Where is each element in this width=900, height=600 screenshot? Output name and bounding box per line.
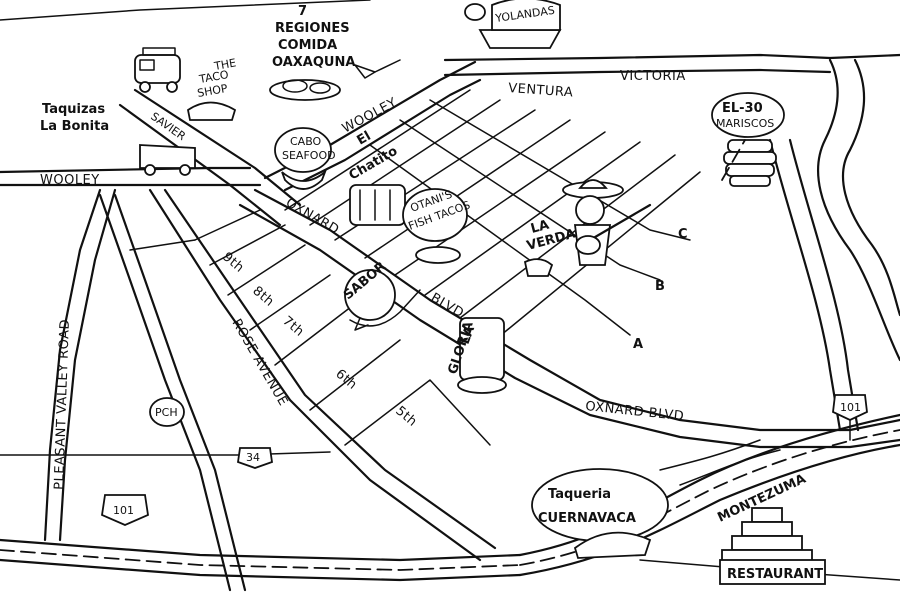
cuernavaca-line2: CUERNAVACA [538, 511, 636, 526]
siete-regiones-line2: REGIONES [275, 21, 350, 36]
route-34-label: 34 [246, 451, 260, 464]
cabo-seafood-line2: SEAFOOD [282, 149, 336, 162]
us-101-east-label: 101 [840, 401, 861, 414]
taco-plate-icon [573, 531, 652, 559]
boat-icon [478, 29, 562, 49]
el-chatito-landmark: El Chatito [347, 129, 406, 226]
building-icon [349, 184, 406, 226]
montezuma-line2: RESTAURANT [727, 567, 823, 582]
coastline [817, 58, 900, 362]
cabo-seafood-landmark: CABO SEAFOOD [274, 127, 336, 190]
el-chatito-line1: El [355, 129, 374, 149]
taco-shop-line3: SHOP [196, 82, 229, 100]
pch-shield: PCH [149, 397, 185, 427]
route-34-shield: 34 [237, 447, 273, 469]
fish-taco-icon [415, 246, 461, 264]
street-label-victoria: VICTORIA [620, 69, 686, 84]
otanis-landmark: OTANI'S FISH TACOS [402, 188, 472, 264]
taco-shop-line2: TACO [197, 68, 230, 86]
sabor-landmark: SABOR [341, 259, 421, 331]
siete-regiones-line3: COMIDA [278, 38, 337, 53]
street-label-oxnard-blvd-lower: OXNARD BLVD [585, 399, 685, 424]
street-label-saviers: SAVIER [148, 110, 188, 143]
taquizas-line1: Taquizas [42, 102, 105, 117]
cuernavaca-line1: Taqueria [548, 487, 611, 502]
street-label-oxnard-upper: OXNARD [283, 195, 342, 237]
siete-regiones-line1: 7 [298, 4, 307, 19]
street-label-pleasant-valley-road: PLEASANT VALLEY ROAD [52, 319, 73, 490]
taco-shop-line1: THE [212, 56, 237, 73]
montezuma-landmark: MONTEZUMA RESTAURANT [715, 472, 826, 585]
taco-icon [187, 101, 237, 121]
swordfish-icon [349, 289, 421, 327]
la-gloria-line1: LA [458, 324, 478, 346]
us-101-shield-east: 101 [832, 394, 868, 441]
siete-regiones-line4: OAXAQUNA [272, 55, 355, 70]
el-30-line1: EL-30 [722, 101, 763, 116]
street-label-8th: 8th [249, 284, 276, 310]
la-gloria-landmark: LA GLORIA [446, 317, 507, 394]
siete-regiones-landmark: 7 REGIONES COMIDA OAXAQUNA [269, 4, 401, 101]
street-label-wooley-west: WOOLEY [40, 173, 100, 188]
food-truck-icon [134, 47, 181, 93]
layered-cake-icon [723, 139, 777, 187]
cabo-seafood-line1: CABO [290, 135, 322, 148]
taco-shop-landmark: THE TACO SHOP [187, 56, 237, 121]
taquizas-landmark: Taquizas La Bonita [40, 102, 196, 176]
el-30-landmark: EL-30 MARISCOS [711, 92, 785, 187]
street-label-wooley-east: WOOLEY [340, 95, 400, 136]
street-label-b: B [655, 279, 665, 294]
street-label-5th: 5th [392, 404, 419, 430]
pch-shield-label: PCH [155, 406, 178, 419]
taquizas-line2: La Bonita [40, 119, 109, 134]
us-101-west-label: 101 [113, 504, 134, 517]
street-label-a: A [633, 337, 643, 352]
street-label-9th: 9th [219, 250, 246, 276]
street-label-ventura: VENTURA [508, 81, 574, 101]
street-label-c: C [678, 227, 688, 242]
guitar-icon [588, 203, 652, 242]
street-label-7th: 7th [279, 314, 306, 340]
truck-icon [139, 144, 196, 169]
bowl-icon [281, 169, 328, 190]
street-label-oxnard-blvd: BLVD [428, 290, 466, 321]
musician-icon [575, 195, 605, 225]
yolandas-landmark: YOLANDAS [464, 0, 562, 49]
cuernavaca-landmark: Taqueria CUERNAVACA [531, 468, 669, 559]
la-verdad-line1: LA [529, 218, 551, 237]
el-30-line2: MARISCOS [716, 117, 774, 130]
us-101-shield-west: 101 [101, 494, 149, 526]
el-chatito-line2: Chatito [347, 144, 401, 184]
